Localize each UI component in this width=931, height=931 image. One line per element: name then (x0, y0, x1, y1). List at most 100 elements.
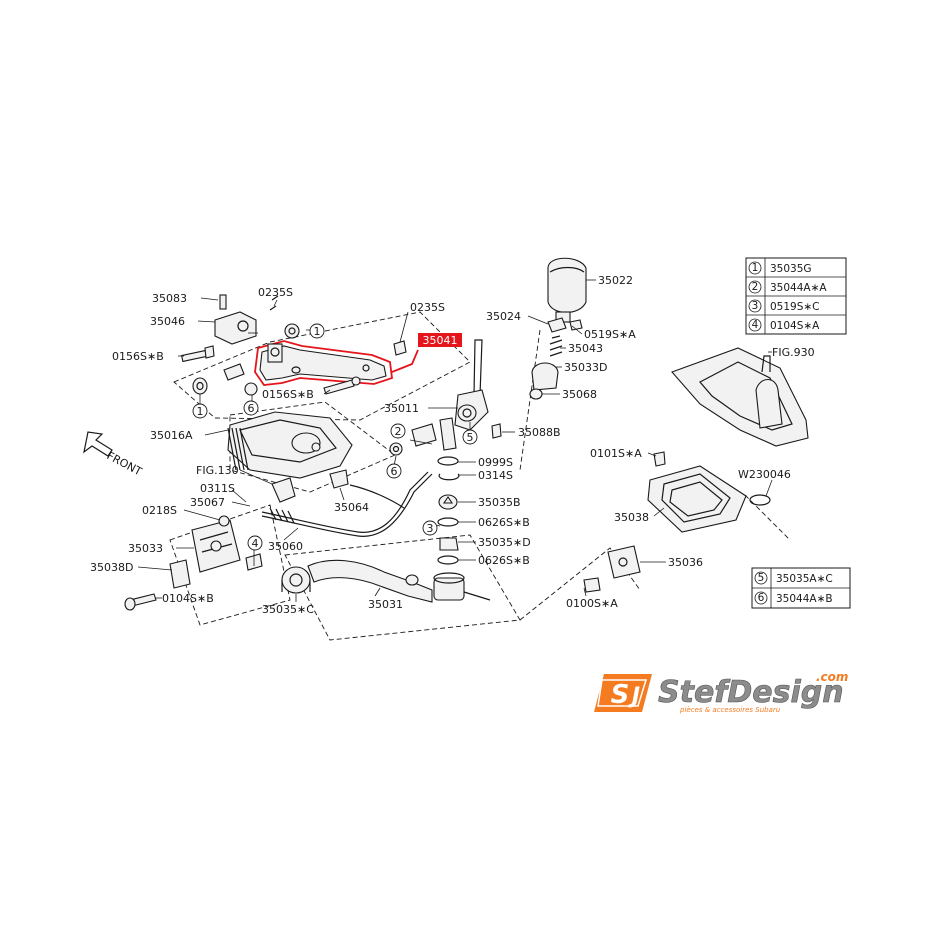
stefdesign-logo: S J StefDesign .com pièces & accessoires… (594, 670, 848, 714)
label-0519s-a: 0519S∗A (584, 328, 636, 341)
svg-text:6: 6 (248, 402, 255, 415)
part-labels: 35083 35046 0156S∗B 0235S 0235S 0156S∗B … (90, 274, 815, 616)
label-35046: 35046 (150, 315, 185, 328)
label-35067: 35067 (190, 496, 225, 509)
dashed-outline-right-bracket (519, 547, 641, 621)
label-0999s: 0999S (478, 456, 513, 469)
label-0104s-b: 0104S∗B (162, 592, 214, 605)
legend-table-top: 1 35035G 2 35044A∗A 3 0519S∗C 4 0104S∗A (745, 257, 847, 335)
label-fig130: FIG.130 (196, 464, 239, 477)
label-35024: 35024 (486, 310, 521, 323)
svg-text:2: 2 (752, 281, 759, 293)
label-0311s: 0311S (200, 482, 235, 495)
svg-text:35035G: 35035G (770, 263, 812, 275)
svg-text:3: 3 (427, 522, 434, 535)
console-fig930 (671, 347, 809, 447)
callout-5: 5 (462, 429, 478, 445)
callout-3: 3 (422, 520, 438, 536)
bracket-35033 (124, 515, 263, 611)
legend-row-6: 6 35044A∗B (754, 591, 833, 605)
sd-badge-icon: S J (594, 674, 652, 712)
label-0156s-b-top: 0156S∗B (112, 350, 164, 363)
boot-parts (529, 317, 583, 400)
label-35022: 35022 (598, 274, 633, 287)
legend-row-1: 1 35035G (748, 261, 812, 275)
svg-text:6: 6 (391, 465, 398, 478)
dashed-outline-console (744, 494, 791, 541)
dashed-outline-left-bracket (173, 311, 471, 421)
svg-text:1: 1 (197, 405, 204, 418)
svg-text:35035A∗C: 35035A∗C (776, 573, 833, 585)
rod-35041-highlighted (254, 340, 419, 386)
svg-text:S: S (611, 680, 630, 710)
bolt-0156s-b-mid (323, 376, 361, 395)
label-w230046: W230046 (738, 468, 791, 481)
callout-6-left: 6 (243, 400, 259, 416)
svg-text:1: 1 (752, 262, 759, 274)
label-35035-c: 35035∗C (262, 603, 314, 616)
dashed-outline-lower-left (169, 504, 291, 626)
shift-lever-35011 (389, 339, 502, 456)
label-35068: 35068 (562, 388, 597, 401)
callout-1-bottom: 1 (192, 403, 208, 419)
highlighted-part-label[interactable]: 35041 (418, 333, 462, 347)
label-35011: 35011 (384, 402, 419, 415)
svg-text:0104S∗A: 0104S∗A (770, 320, 820, 332)
logo-brand: StefDesign (658, 675, 844, 710)
svg-text:35044A∗A: 35044A∗A (770, 282, 827, 294)
bolt-0156s-b-top (180, 345, 215, 363)
label-fig930: FIG.930 (772, 346, 815, 359)
callout-2: 2 (390, 423, 406, 439)
shift-knob-35022 (547, 257, 587, 323)
label-0314s: 0314S (478, 469, 513, 482)
svg-text:35044A∗B: 35044A∗B (776, 593, 833, 605)
legend-row-2: 2 35044A∗A (748, 280, 827, 294)
cable-35060 (261, 469, 433, 537)
label-35088b: 35088B (518, 426, 561, 439)
label-35033: 35033 (128, 542, 163, 555)
label-35064: 35064 (334, 501, 369, 514)
label-35031: 35031 (368, 598, 403, 611)
label-35035b: 35035B (478, 496, 521, 509)
boot-frame-35038 (647, 451, 771, 533)
label-0235s-a: 0235S (258, 286, 293, 299)
legend-row-3: 3 0519S∗C (748, 299, 820, 313)
label-front: FRONT (105, 449, 145, 478)
legend-row-4: 4 0104S∗A (748, 318, 820, 332)
bushing-35035c (281, 566, 311, 594)
label-35033d: 35033D (564, 361, 607, 374)
label-35038d: 35038D (90, 561, 133, 574)
svg-text:6: 6 (758, 592, 765, 604)
svg-text:4: 4 (752, 319, 759, 331)
leader-lines (137, 279, 773, 602)
callout-4: 4 (247, 535, 263, 551)
dashed-outline-knob-vertical (519, 329, 541, 471)
svg-text:4: 4 (252, 537, 259, 550)
label-35043: 35043 (568, 342, 603, 355)
label-0626s-b-b: 0626S∗B (478, 554, 530, 567)
front-arrow: FRONT (83, 431, 145, 478)
svg-text:1: 1 (314, 325, 321, 338)
label-35036: 35036 (668, 556, 703, 569)
svg-text:3: 3 (752, 300, 759, 312)
svg-text:2: 2 (395, 425, 402, 438)
nut-0235s (393, 340, 407, 356)
callouts: 1 1 2 3 4 5 6 6 (192, 323, 478, 551)
label-0218s: 0218S (142, 504, 177, 517)
bracket-35046 (214, 294, 300, 345)
shift-base-35016a (227, 411, 353, 479)
svg-text:0519S∗C: 0519S∗C (770, 301, 820, 313)
label-35035-d: 35035∗D (478, 536, 531, 549)
logo-tagline: pièces & accessoires Subaru (679, 706, 781, 714)
dashed-outline-shift-base (229, 401, 396, 493)
label-0235s-b: 0235S (410, 301, 445, 314)
label-0626s-b-a: 0626S∗B (478, 516, 530, 529)
label-35060: 35060 (268, 540, 303, 553)
label-0156s-b-mid: 0156S∗B (262, 388, 314, 401)
label-35016a: 35016A (150, 429, 193, 442)
logo-tld: .com (816, 670, 848, 684)
label-35041: 35041 (423, 334, 458, 347)
